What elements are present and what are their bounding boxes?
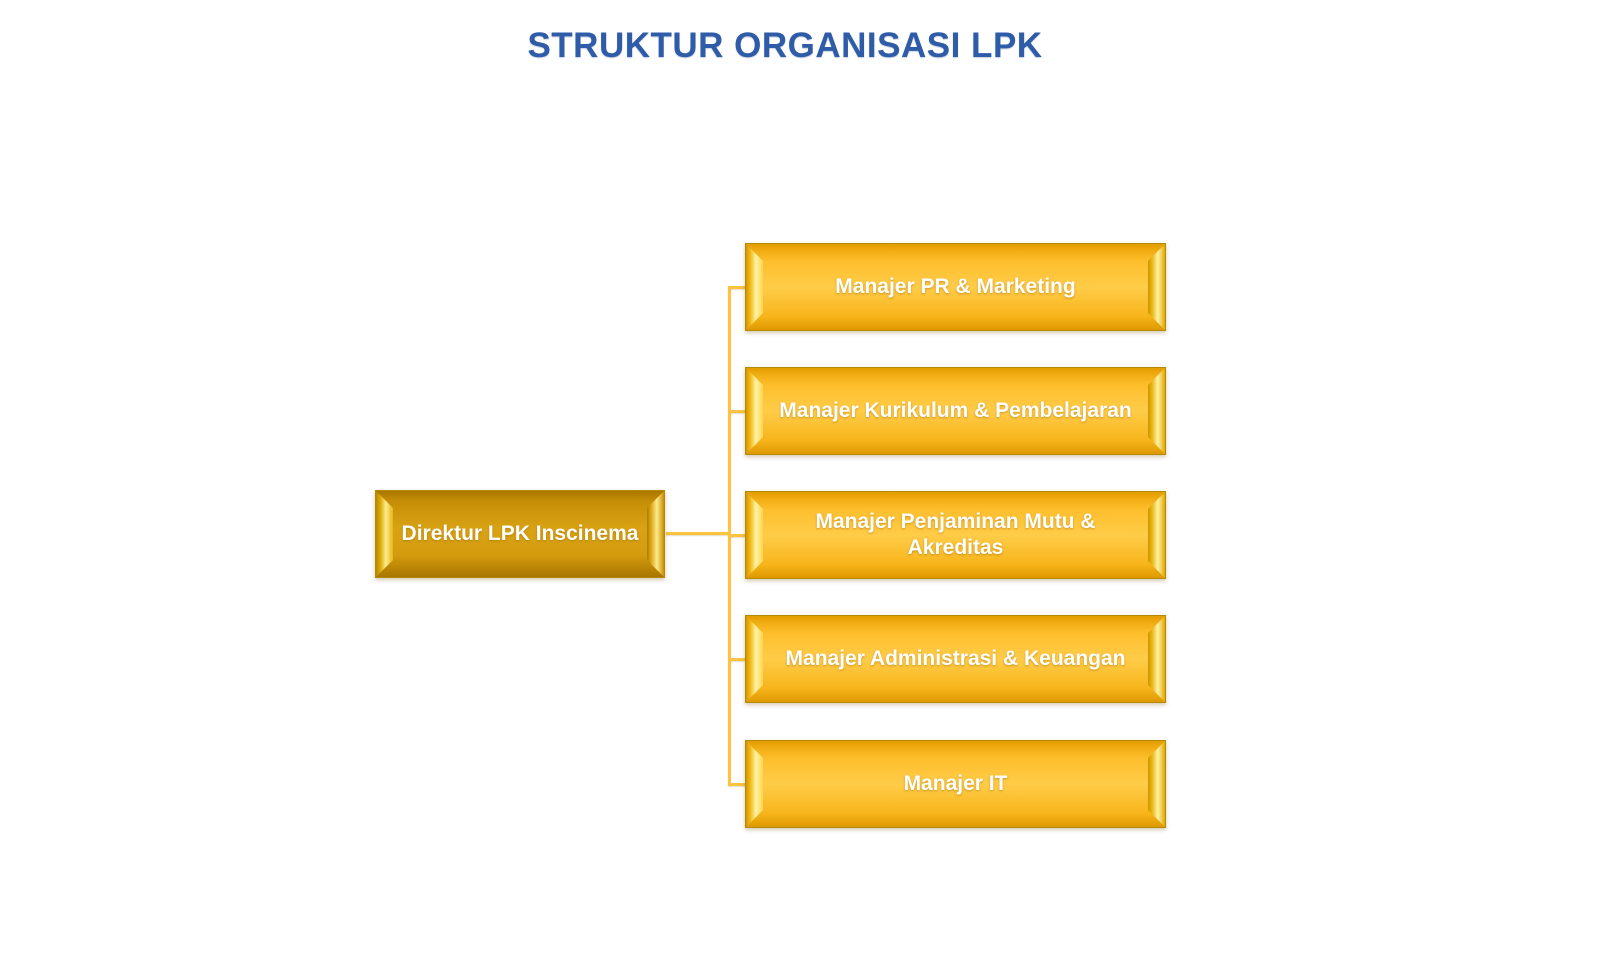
- org-node-manajer-pr-marketing: Manajer PR & Marketing: [745, 243, 1166, 331]
- connector-stub-administrasi: [730, 658, 745, 661]
- connector-root-to-bus: [666, 532, 729, 535]
- org-node-label: Manajer IT: [903, 772, 1008, 795]
- org-node-label: Direktur LPK Inscinema: [401, 522, 639, 545]
- org-node-direktur: Direktur LPK Inscinema: [375, 490, 665, 578]
- connector-vertical-bus: [728, 286, 731, 786]
- connector-stub-it: [730, 783, 745, 786]
- org-node-manajer-penjaminan-mutu-akreditas: Manajer Penjaminan Mutu & Akreditas: [745, 491, 1166, 579]
- connector-stub-pr-marketing: [730, 286, 745, 289]
- org-node-manajer-administrasi-keuangan: Manajer Administrasi & Keuangan: [745, 615, 1166, 703]
- org-node-label: Manajer Administrasi & Keuangan: [785, 647, 1126, 670]
- org-node-label: Manajer Penjaminan Mutu & Akreditas: [815, 510, 1096, 559]
- org-node-label: Manajer Kurikulum & Pembelajaran: [779, 399, 1132, 422]
- org-node-manajer-it: Manajer IT: [745, 740, 1166, 828]
- connector-stub-penjaminan-mutu: [730, 534, 745, 537]
- org-node-manajer-kurikulum-pembelajaran: Manajer Kurikulum & Pembelajaran: [745, 367, 1166, 455]
- connector-stub-kurikulum: [730, 410, 745, 413]
- org-node-label: Manajer PR & Marketing: [835, 275, 1076, 298]
- chart-title: STRUKTUR ORGANISASI LPK: [527, 26, 1043, 65]
